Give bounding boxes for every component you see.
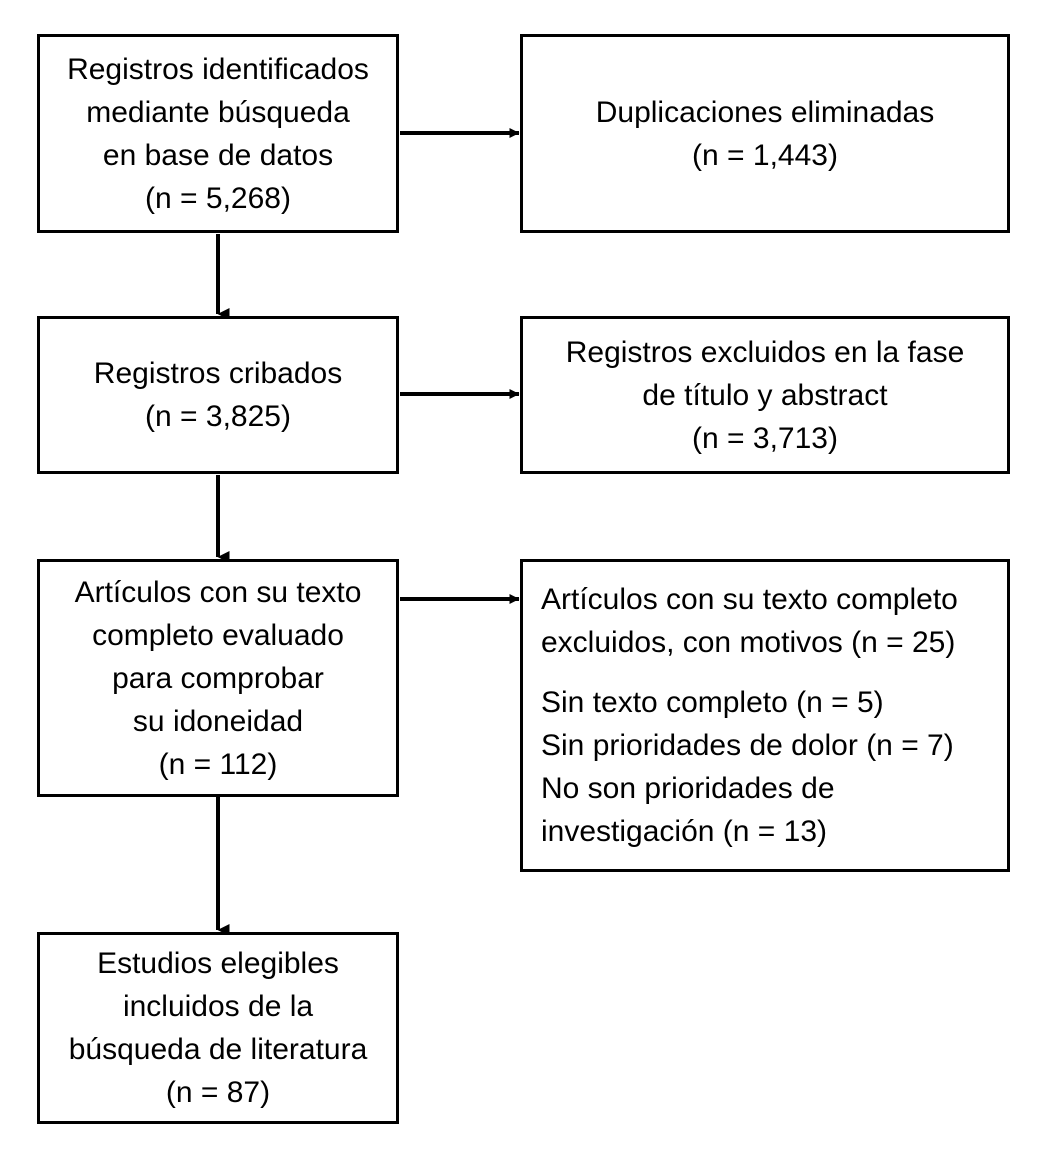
fulltext-excluded-reason-3a: No son prioridades de xyxy=(541,772,835,805)
records-excluded-title-abstract-box: Registros excluidos en la fase de título… xyxy=(520,316,1010,474)
studies-included-box: Estudios elegibles incluidos de la búsqu… xyxy=(37,932,399,1124)
records-identified-count: (n = 5,268) xyxy=(145,181,291,215)
fulltext-assessed-line-2: completo evaluado xyxy=(92,618,344,652)
records-identified-box: Registros identificados mediante búsqued… xyxy=(37,34,399,233)
records-excluded-count: (n = 3,713) xyxy=(692,421,838,455)
records-screened-count: (n = 3,825) xyxy=(145,400,291,433)
records-screened-box: Registros cribados (n = 3,825) xyxy=(37,316,399,474)
duplicates-removed-box: Duplicaciones eliminadas (n = 1,443) xyxy=(520,34,1010,233)
studies-included-line-1: Estudios elegibles xyxy=(97,947,339,980)
studies-included-count: (n = 87) xyxy=(165,1076,271,1109)
fulltext-assessed-count: (n = 112) xyxy=(158,747,278,781)
fulltext-excluded-reasons-box: Artículos con su texto completo excluido… xyxy=(520,559,1010,872)
records-excluded-line-2: de título y abstract xyxy=(642,378,888,412)
fulltext-excluded-reason-2: Sin prioridades de dolor (n = 7) xyxy=(541,729,954,762)
fulltext-excluded-line-2: excluidos, con motivos (n = 25) xyxy=(541,626,956,659)
records-screened-line-1: Registros cribados xyxy=(93,357,343,390)
records-identified-line-2: mediante búsqueda xyxy=(86,95,350,129)
studies-included-line-3: búsqueda de literatura xyxy=(68,1033,368,1066)
fulltext-assessed-line-4: su idoneidad xyxy=(132,704,304,738)
fulltext-assessed-line-1: Artículos con su texto xyxy=(74,575,362,609)
duplicates-removed-count: (n = 1,443) xyxy=(692,138,838,172)
records-identified-line-1: Registros identificados xyxy=(67,52,369,86)
fulltext-excluded-line-1: Artículos con su texto completo xyxy=(541,583,958,616)
fulltext-excluded-reason-1: Sin texto completo (n = 5) xyxy=(541,686,884,719)
fulltext-assessed-line-3: para comprobar xyxy=(112,661,324,695)
records-excluded-line-1: Registros excluidos en la fase xyxy=(565,335,965,369)
records-identified-line-3: en base de datos xyxy=(102,138,334,172)
fulltext-excluded-reason-3b: investigación (n = 13) xyxy=(541,815,827,848)
fulltext-assessed-box: Artículos con su texto completo evaluado… xyxy=(37,559,399,797)
duplicates-removed-line-1: Duplicaciones eliminadas xyxy=(595,95,935,129)
studies-included-line-2: incluidos de la xyxy=(122,990,314,1023)
